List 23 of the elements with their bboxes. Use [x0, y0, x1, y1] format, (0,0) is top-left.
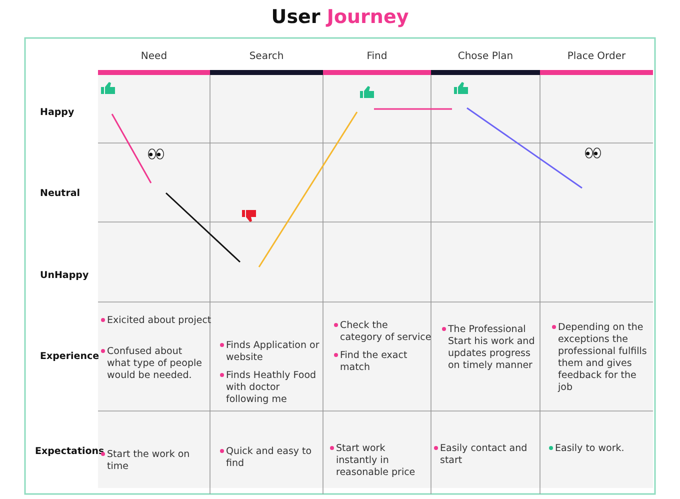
note-text: Find the exact match	[340, 350, 408, 374]
title: User Journey	[270, 6, 410, 28]
note-text: Check the category of service	[340, 320, 432, 344]
row-header: Neutral	[40, 188, 82, 199]
stage-header: Search	[248, 51, 285, 62]
stage-header: Chose Plan	[456, 51, 514, 62]
note-text: Easily contact and start	[440, 443, 528, 467]
note-text: Depending on the exceptions the professional fulfills them and gives feedback for the job	[558, 322, 648, 394]
note-text: Quick and easy to find	[226, 446, 313, 470]
stage-header: Need	[140, 51, 168, 62]
note-text: Finds Heathly Food with doctor following me	[226, 370, 318, 406]
note-text: Finds Application or website	[226, 340, 320, 364]
note-text: Confused about what type of people would be needed.	[107, 346, 203, 382]
stage-header: Find	[366, 51, 388, 62]
note-text: The Professional Start his work and updates progress on timely manner	[448, 324, 536, 372]
note-text: Exicited about project	[107, 315, 212, 327]
note-text: Start the work on time	[107, 449, 191, 473]
note-text: Start work instantly in reasonable price	[336, 443, 416, 479]
note-text: Easily to work.	[555, 443, 626, 455]
row-header: Happy	[40, 107, 76, 118]
row-header: UnHappy	[40, 270, 90, 281]
row-header: Experience	[40, 351, 98, 362]
stage-header: Place Order	[566, 51, 627, 62]
